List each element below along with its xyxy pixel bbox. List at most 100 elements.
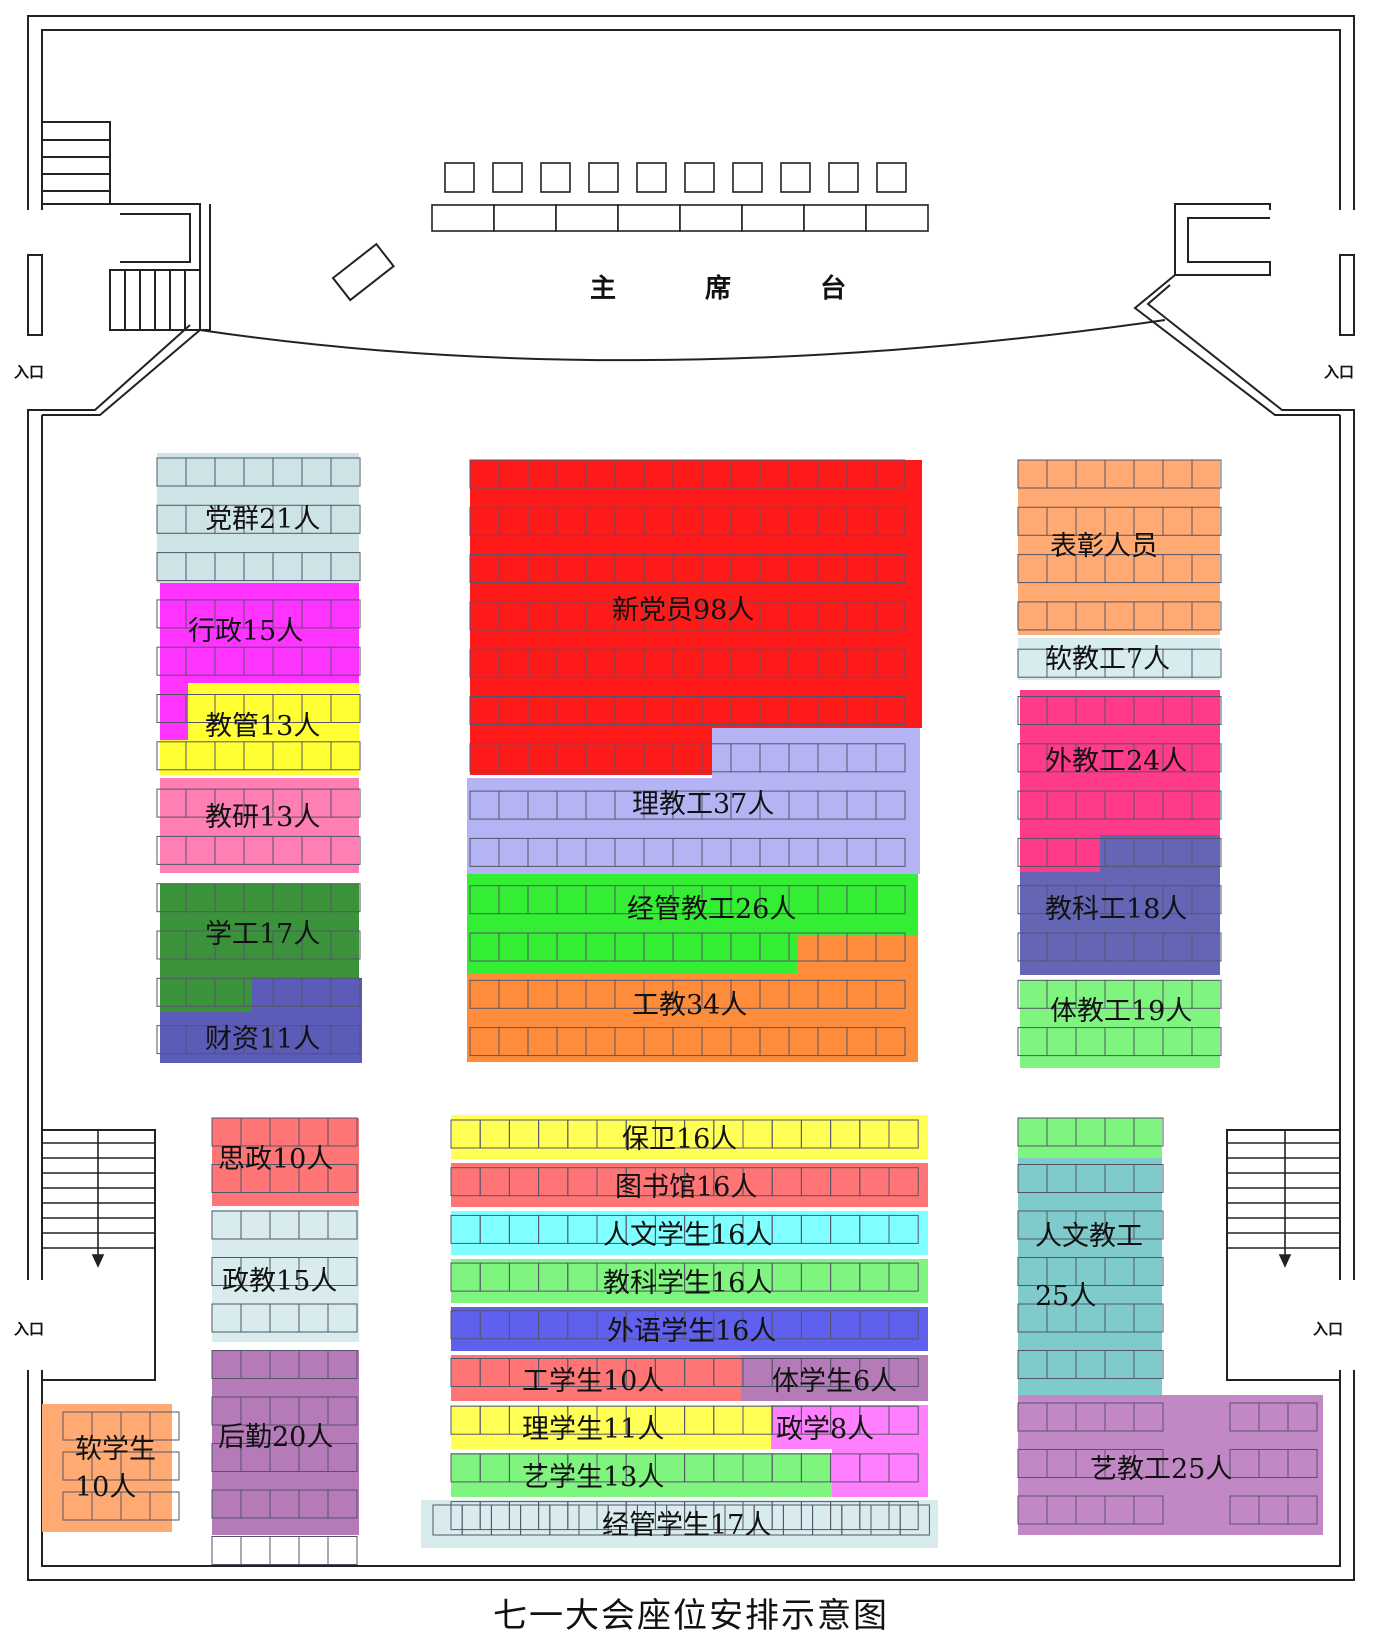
label-zhengjiao: 政教15人 [222, 1266, 337, 1297]
podium [331, 242, 395, 302]
stage-table-segment [741, 204, 805, 232]
block-dangqun [157, 453, 359, 583]
stairs-top-left [41, 121, 211, 331]
seat [1191, 696, 1222, 725]
seat [1133, 1117, 1164, 1147]
seat [327, 1350, 358, 1379]
seat [330, 552, 361, 582]
label-jiaokexuesheng: 教科学生16人 [603, 1268, 772, 1299]
seat [1191, 885, 1222, 915]
stage-chair [492, 162, 523, 193]
label-ruanxuesheng-line1: 软学生 [75, 1434, 156, 1465]
seat [888, 1262, 919, 1292]
seat [888, 1167, 919, 1197]
stage-label: 主 席 台 [590, 273, 886, 304]
label-tushuguan: 图书馆16人 [615, 1172, 757, 1203]
seat [888, 1119, 919, 1149]
label-renwenjiaogong-line1: 人文教工 [1035, 1221, 1143, 1252]
stage-table-segment [617, 204, 681, 232]
block-gongxuesheng [451, 1355, 741, 1401]
seat [1133, 1449, 1164, 1478]
seat [875, 696, 906, 725]
stage-table [431, 204, 929, 232]
seat [875, 885, 906, 915]
seat [269, 1536, 300, 1565]
label-lixuesheng: 理学生11人 [522, 1414, 664, 1445]
label-zhengxue: 政学8人 [776, 1414, 874, 1445]
entrance-label-top-left: 入口 [14, 363, 44, 381]
group-labels: 党群21人 行政15人 教管13人 教研13人 学工17人 财资11人 新党员9… [75, 504, 1232, 1541]
seat [1191, 837, 1222, 867]
seat [1287, 1495, 1318, 1525]
seat [1133, 1495, 1164, 1525]
seat [875, 459, 906, 489]
entrance-label-top-right: 入口 [1324, 363, 1354, 381]
label-renwenxuesheng: 人文学生16人 [603, 1220, 772, 1251]
stage-chair [828, 162, 859, 193]
seat [330, 835, 361, 865]
seat [888, 1358, 919, 1387]
label-yijiaogong: 艺教工25人 [1090, 1454, 1232, 1485]
seat [327, 1257, 358, 1286]
label-waijiaogong: 外教工24人 [1045, 746, 1187, 777]
stage-table-segment [865, 204, 929, 232]
seat [330, 883, 361, 913]
seat [888, 1310, 919, 1340]
seat-grid [62, 457, 1318, 1565]
label-jingguanxuesheng: 经管学生17人 [602, 1510, 771, 1541]
stage-chair [732, 162, 763, 193]
seat [327, 1303, 358, 1333]
label-xingzheng: 行政15人 [188, 616, 303, 647]
seat [1191, 648, 1222, 678]
block-renwenjiaogong [1018, 1118, 1162, 1395]
seat [1191, 932, 1222, 962]
seat [1191, 790, 1222, 820]
block-jingguanjiaogong [467, 874, 918, 974]
label-yixuesheng: 艺学生13人 [522, 1462, 664, 1493]
label-tixuesheng: 体学生6人 [772, 1366, 897, 1397]
seat [330, 694, 361, 723]
seat [875, 648, 906, 678]
label-lijiaogong: 理教工37人 [632, 789, 774, 820]
label-houqin: 后勤20人 [218, 1422, 333, 1453]
block-houqin [212, 1350, 359, 1535]
block-waiyuxuesheng [451, 1307, 928, 1351]
entrance-label-bottom-right: 入口 [1313, 1320, 1343, 1338]
stage-chair [876, 162, 907, 193]
seat [330, 977, 361, 1007]
block-sizheng [212, 1118, 359, 1206]
stage-chair [636, 162, 667, 193]
seat [327, 1396, 358, 1426]
block-jingguanxuesheng [421, 1500, 938, 1548]
seat [875, 601, 906, 631]
seat [327, 1164, 358, 1193]
stage-table-segment [803, 204, 867, 232]
stage-wing-right [1174, 203, 1271, 276]
block-lijiaogong [467, 728, 920, 874]
seat [1133, 1164, 1164, 1193]
stage-chairs [431, 162, 929, 232]
seat [330, 457, 361, 487]
seat [240, 1536, 271, 1565]
seat [899, 1504, 930, 1536]
label-caizi: 财资11人 [205, 1024, 320, 1055]
block-yixuesheng [451, 1453, 832, 1497]
stage-chair [684, 162, 715, 193]
block-waijiaogong [1020, 690, 1220, 872]
block-tushuguan [451, 1163, 928, 1207]
seat [875, 790, 906, 820]
seat [888, 1214, 919, 1244]
seat [1133, 1257, 1164, 1286]
label-renwenjiaogong-line2: 25人 [1035, 1281, 1096, 1312]
block-jiaokegong [1020, 835, 1220, 975]
seat [149, 1411, 180, 1441]
label-gongjiao: 工教34人 [632, 990, 747, 1021]
seat [330, 930, 361, 960]
seat [875, 743, 906, 773]
label-ruanjiaogong: 软教工7人 [1045, 644, 1170, 675]
diagram-caption: 七一大会座位安排示意图 [493, 1596, 889, 1636]
seat [330, 504, 361, 534]
seat [330, 1025, 361, 1055]
seat [1191, 979, 1222, 1009]
seat [327, 1117, 358, 1147]
